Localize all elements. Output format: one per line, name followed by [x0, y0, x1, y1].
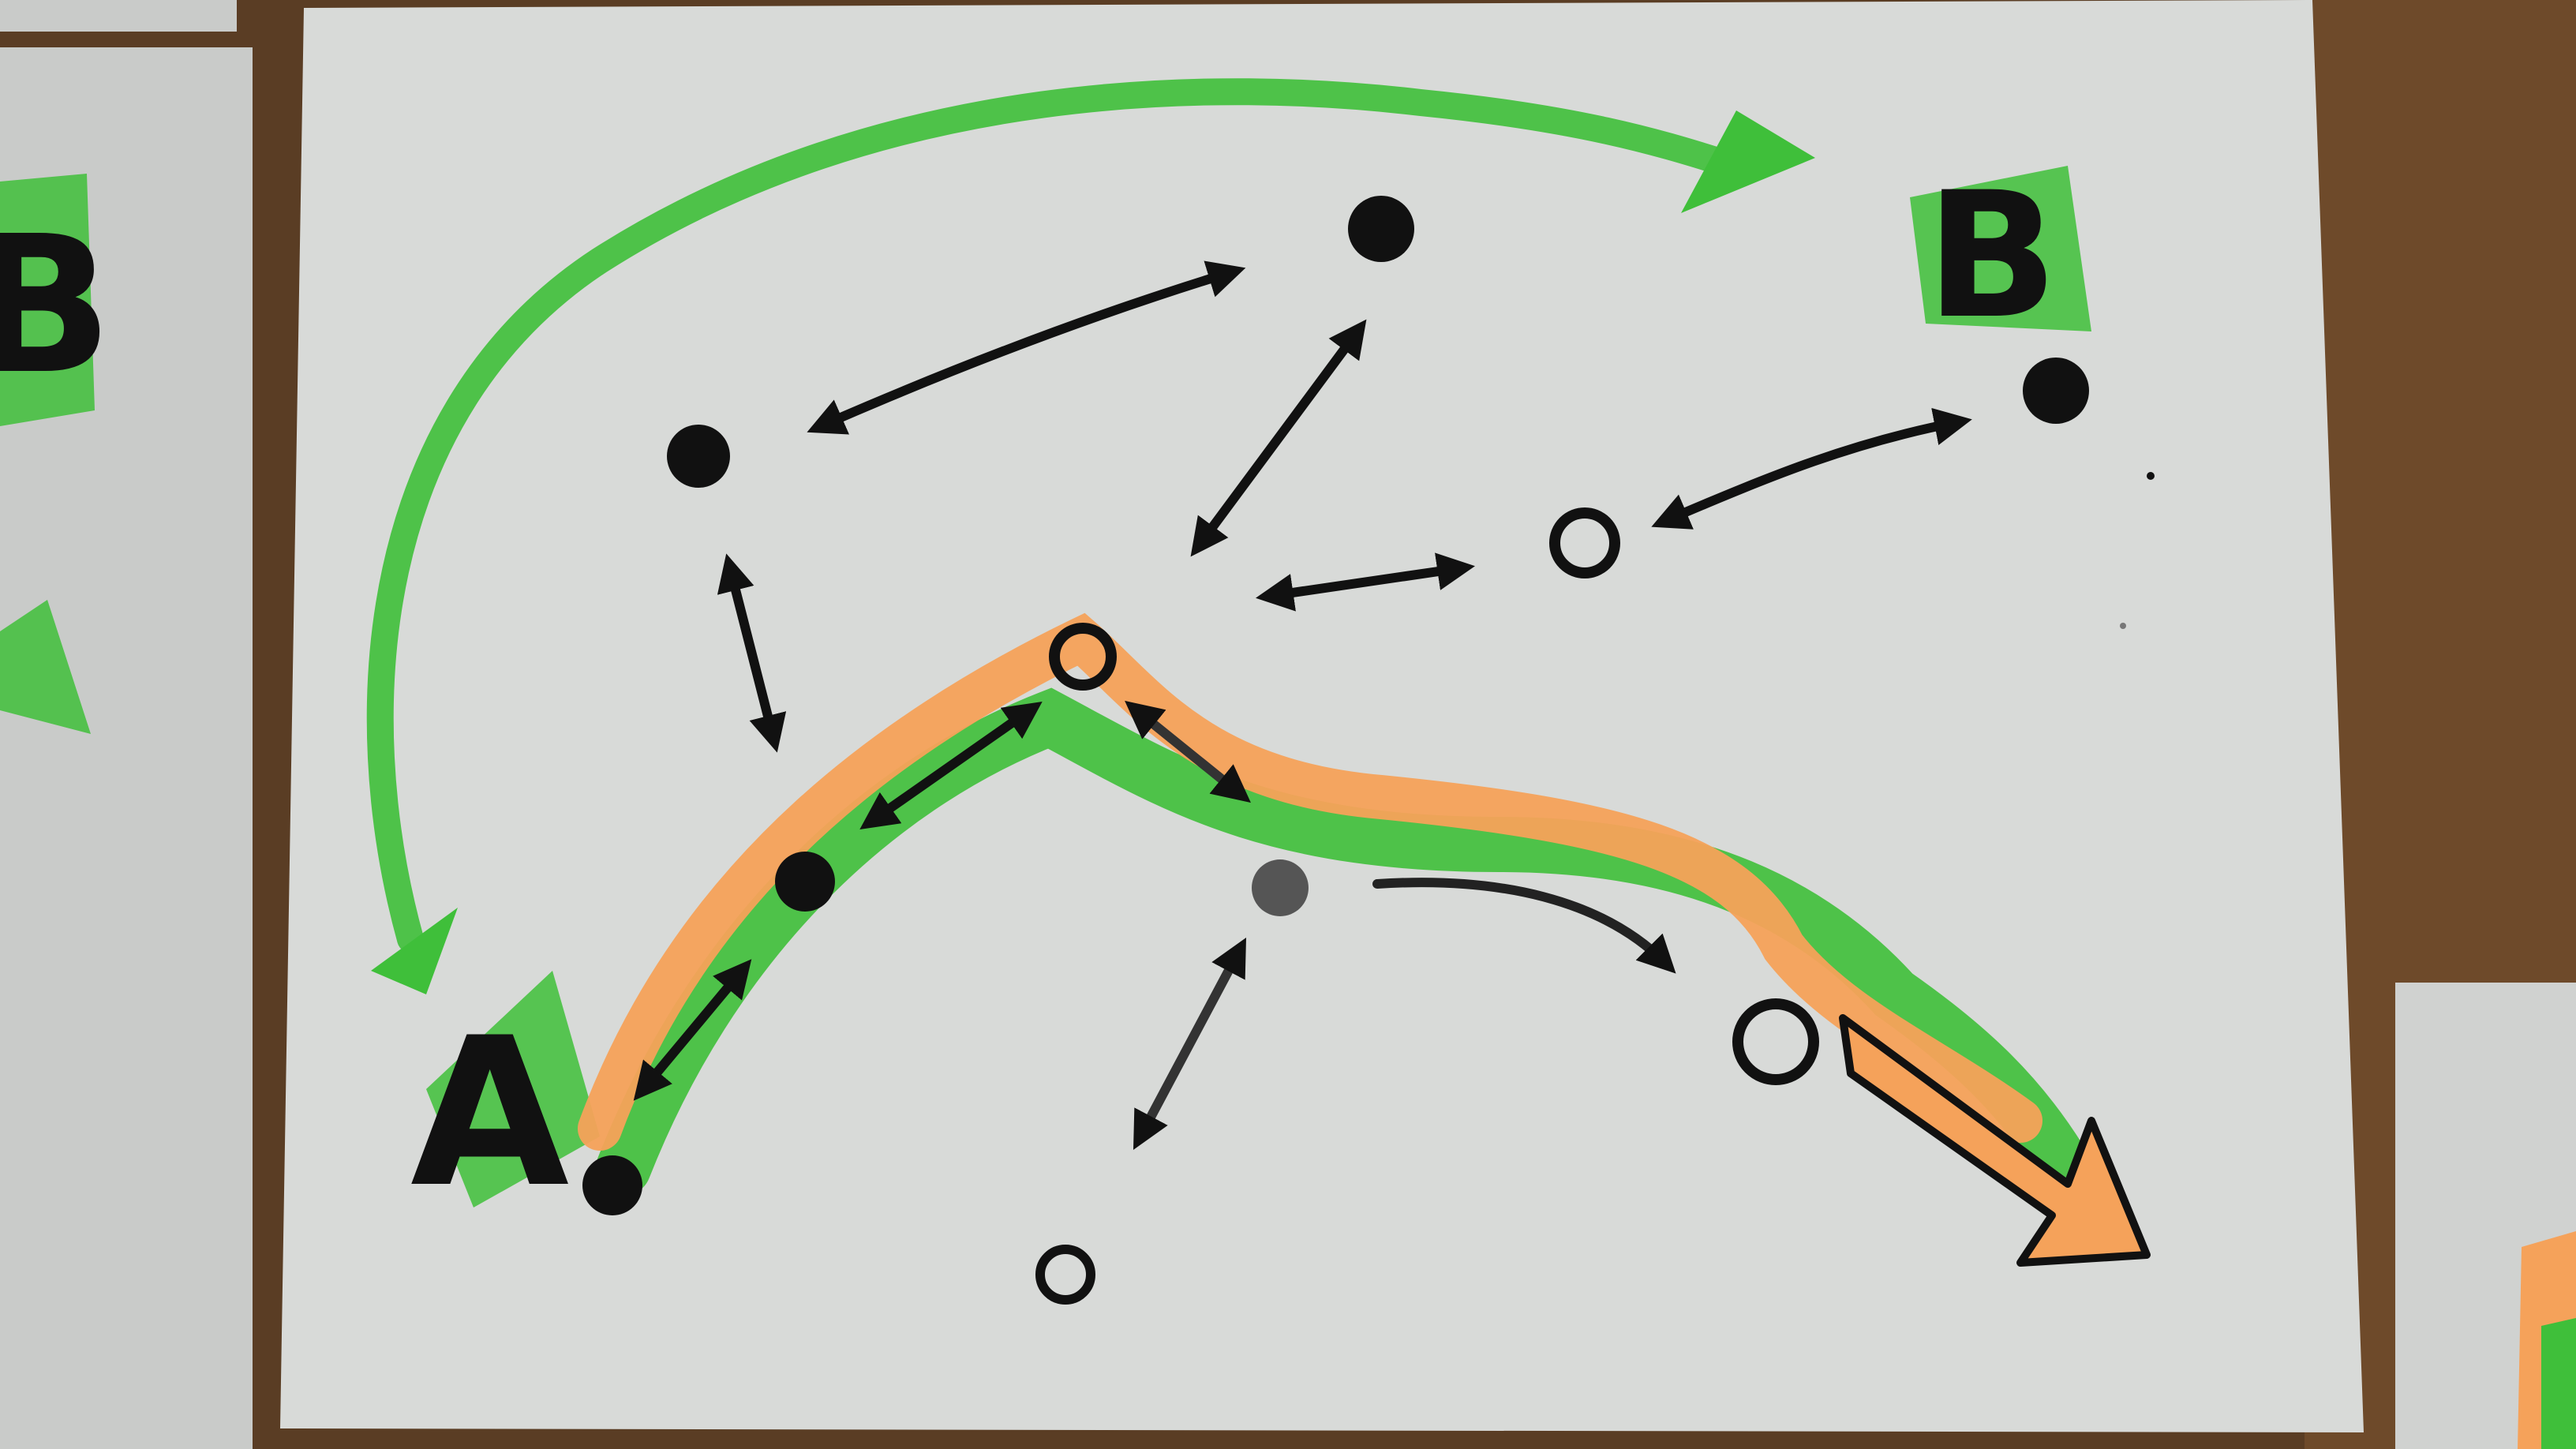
- player-marker: [1732, 998, 1819, 1085]
- route-orange-band: [578, 612, 2042, 1151]
- player-marker: [582, 1155, 642, 1215]
- green-arc-head-top-icon: [1681, 110, 1815, 213]
- highlight-b: [1910, 166, 2091, 331]
- green-arc-head-bottom-icon: [371, 908, 458, 994]
- label-b: B: [1926, 155, 2058, 357]
- player-marker: [1035, 1245, 1095, 1305]
- player-marker: [775, 852, 835, 912]
- arrow-double: [1125, 700, 1251, 803]
- paper-speck: [2147, 472, 2155, 480]
- exit-arrow-icon: [1839, 1014, 2151, 1267]
- player-marker: [2023, 358, 2089, 424]
- arrow-single: [1372, 878, 1676, 974]
- arrow-double: [1133, 938, 1247, 1150]
- label-a: A: [410, 994, 571, 1233]
- arrow-double: [807, 260, 1246, 435]
- right-sheet-green-mark: [2541, 1318, 2576, 1449]
- player-marker: [1252, 859, 1309, 916]
- arrow-double: [633, 959, 752, 1101]
- highlight-a: [426, 971, 600, 1208]
- paper-speck: [2120, 623, 2126, 629]
- player-marker: [1049, 623, 1117, 691]
- left-sheet-green-mark: [0, 174, 95, 426]
- player-marker: [667, 425, 730, 488]
- arrow-double: [717, 553, 787, 753]
- right-sheet: [2395, 983, 2576, 1449]
- player-marker: [1348, 196, 1414, 262]
- arrow-double: [1190, 319, 1367, 557]
- green-arc-arrow: [366, 78, 1734, 953]
- arrow-double: [859, 701, 1043, 830]
- left-sheet-letter: B: [0, 195, 113, 416]
- arrow-double: [1256, 552, 1475, 612]
- left-sheet-green-arrow-icon: [0, 600, 91, 734]
- arrow-double: [1651, 407, 1972, 530]
- paper-sheet: [280, 0, 2364, 1432]
- movement-arrows: [633, 260, 1972, 1150]
- left-sheet: B: [0, 0, 253, 1449]
- player-marker: [1549, 507, 1620, 578]
- route-green-band: [596, 687, 2087, 1196]
- player-markers: [582, 196, 2089, 1305]
